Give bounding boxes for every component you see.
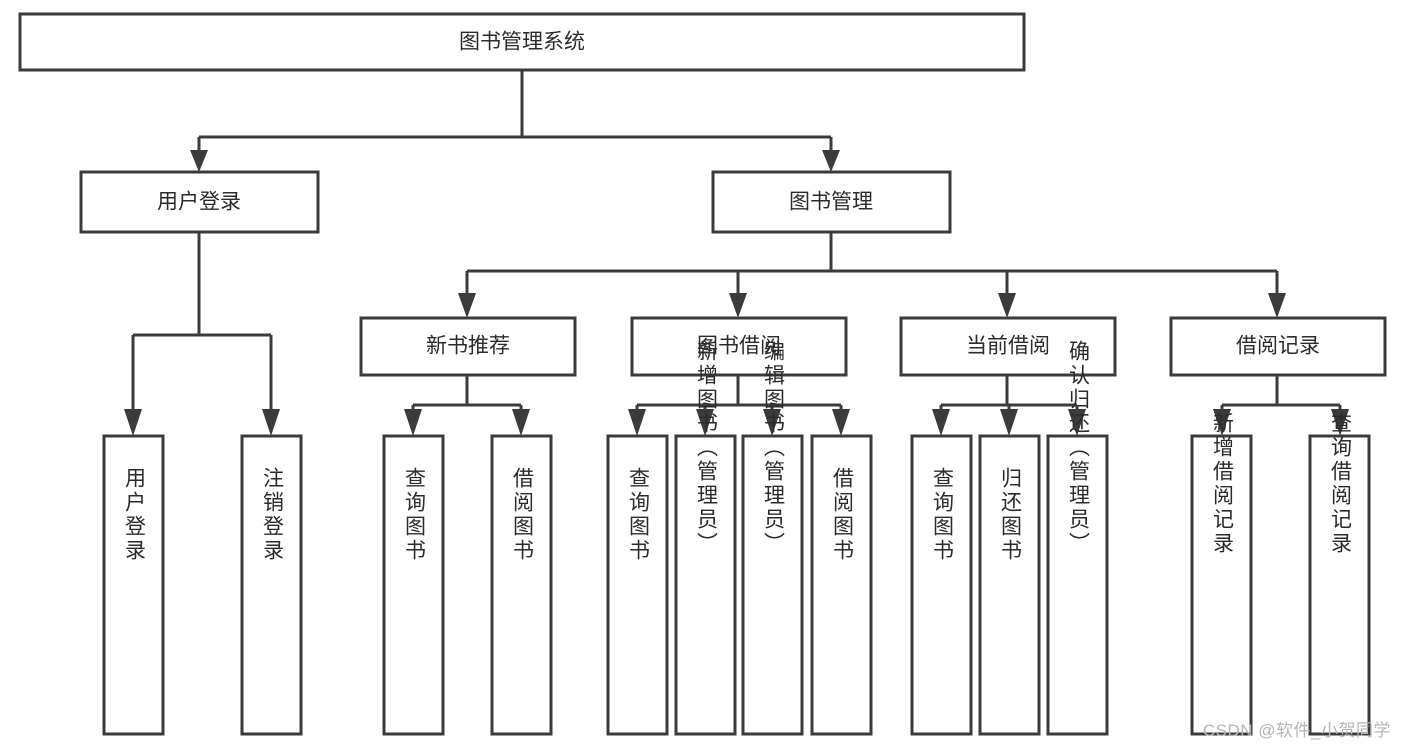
node-root[interactable]: 图书管理系统 [18,12,1026,72]
node-leaf-query-book-1[interactable]: 查询图书 [382,434,445,736]
arrow-head-leaf-query-book-1 [404,409,422,436]
node-leaf-user-login[interactable]: 用户登录 [102,434,165,736]
node-current-borrow-label: 当前借阅 [966,335,1050,358]
node-leaf-return-book-label: 归还图书 [999,467,1023,563]
node-leaf-query-book-3-box[interactable] [910,434,973,736]
node-leaf-borrow-book-2-label: 借阅图书 [831,467,855,563]
arrow-head-new-book-recommend [458,293,476,318]
node-user-login-label: 用户登录 [157,191,241,214]
arrow-head-leaf-add-record [1213,409,1231,436]
node-leaf-query-book-2-box[interactable] [606,434,669,736]
node-leaf-return-book-box[interactable] [978,434,1041,736]
node-leaf-add-record[interactable]: 新增借阅记录 [1190,412,1253,736]
node-leaf-query-book-1-box[interactable] [382,434,445,736]
arrow-head-borrow-record [1268,293,1286,318]
node-book-borrow-box[interactable] [630,316,848,377]
arrow-head-leaf-query-book-2 [628,409,646,436]
node-leaf-edit-book-label: 编辑图书（管理员） [762,340,786,556]
node-leaf-add-record-label: 新增借阅记录 [1211,412,1235,556]
arrow-head-leaf-add-book [696,409,714,436]
node-current-borrow-box[interactable] [899,316,1117,377]
node-book-borrow-label: 图书借阅 [697,335,781,358]
arrow-head-book-manage [822,150,840,172]
node-leaf-user-login-label: 用户登录 [123,467,147,563]
node-leaf-borrow-book-1[interactable]: 借阅图书 [490,434,553,736]
arrow-head-leaf-return-book [1000,409,1018,436]
node-leaf-add-record-box[interactable] [1190,434,1253,736]
node-leaf-logout-login-label: 注销登录 [261,467,285,563]
node-book-manage-label: 图书管理 [789,191,873,214]
arrow-head-leaf-query-book-3 [932,409,950,436]
node-leaf-logout-login-box[interactable] [240,434,303,736]
node-leaf-return-book[interactable]: 归还图书 [978,434,1041,736]
arrow-head-leaf-user-login [124,409,142,436]
node-leaf-borrow-book-2-box[interactable] [810,434,873,736]
node-book-manage-box[interactable] [711,170,952,234]
node-leaf-add-book[interactable]: 新增图书（管理员） [674,340,737,736]
arrow-head-book-borrow [729,293,747,318]
node-leaf-query-record-box[interactable] [1308,434,1371,736]
arrow-head-leaf-borrow-book-2 [832,409,850,436]
node-user-login-box[interactable] [79,170,320,234]
node-leaf-user-login-box[interactable] [102,434,165,736]
node-leaf-borrow-book-1-box[interactable] [490,434,553,736]
node-current-borrow[interactable]: 当前借阅 [899,316,1117,377]
node-root-box[interactable] [18,12,1026,72]
arrow-head-leaf-logout-login [262,409,280,436]
node-leaf-query-book-3-label: 查询图书 [931,467,955,563]
arrow-head-user-login [190,150,208,172]
node-leaf-logout-login[interactable]: 注销登录 [240,434,303,736]
node-borrow-record-box[interactable] [1169,316,1387,377]
node-new-book-recommend[interactable]: 新书推荐 [359,316,577,377]
node-leaf-add-book-box[interactable] [674,434,737,736]
node-leaf-add-book-label: 新增图书（管理员） [695,340,719,556]
node-user-login[interactable]: 用户登录 [79,170,320,234]
node-leaf-query-record-label: 查询借阅记录 [1329,412,1353,556]
node-leaf-query-book-2-label: 查询图书 [627,467,651,563]
node-new-book-recommend-box[interactable] [359,316,577,377]
node-leaf-confirm-return[interactable]: 确认归还（管理员） [1046,340,1109,736]
node-leaf-edit-book-box[interactable] [741,434,804,736]
node-leaf-confirm-return-label: 确认归还（管理员） [1067,340,1091,556]
arrow-head-leaf-edit-book [763,409,781,436]
node-book-borrow[interactable]: 图书借阅 [630,316,848,377]
node-leaf-query-book-1-label: 查询图书 [403,467,427,563]
arrow-head-leaf-query-record [1331,409,1349,436]
arrow-head-leaf-borrow-book-1 [512,409,530,436]
node-leaf-query-record[interactable]: 查询借阅记录 [1308,412,1371,736]
node-leaf-confirm-return-box[interactable] [1046,434,1109,736]
node-leaf-edit-book[interactable]: 编辑图书（管理员） [741,340,804,736]
node-new-book-recommend-label: 新书推荐 [426,335,510,358]
node-leaf-query-book-2[interactable]: 查询图书 [606,434,669,736]
connector-layer [124,70,1349,436]
node-leaf-query-book-3[interactable]: 查询图书 [910,434,973,736]
node-book-manage[interactable]: 图书管理 [711,170,952,234]
node-borrow-record[interactable]: 借阅记录 [1169,316,1387,377]
arrow-head-current-borrow [998,293,1016,318]
node-leaf-borrow-book-1-label: 借阅图书 [511,467,535,563]
arrow-head-leaf-confirm-return [1068,409,1086,436]
node-leaf-borrow-book-2[interactable]: 借阅图书 [810,434,873,736]
node-root-label: 图书管理系统 [459,31,585,54]
node-borrow-record-label: 借阅记录 [1236,335,1320,358]
